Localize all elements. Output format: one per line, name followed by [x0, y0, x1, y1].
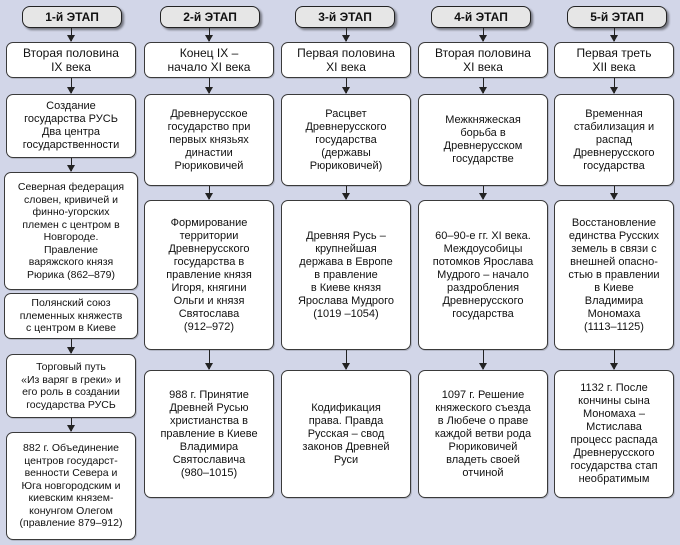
- arrow: [67, 78, 75, 94]
- stage-1-period: Вторая половина IX века: [6, 42, 136, 78]
- arrow: [67, 28, 75, 42]
- stage-2-label: 2-й ЭТАП: [160, 6, 260, 28]
- stage-1-item-3: Полянский союз племенных княжеств с цент…: [4, 293, 138, 339]
- stage-5-period: Первая треть XII века: [554, 42, 674, 78]
- stage-1-label: 1-й ЭТАП: [22, 6, 122, 28]
- arrow: [610, 78, 618, 94]
- stage-4-label: 4-й ЭТАП: [431, 6, 531, 28]
- arrow: [479, 78, 487, 94]
- stage-3-item-2: Древняя Русь – крупнейшая держава в Евро…: [281, 200, 411, 350]
- stage-3-label: 3-й ЭТАП: [295, 6, 395, 28]
- arrow: [67, 418, 75, 432]
- stage-2-item-1: Древнерусское государство при первых кня…: [144, 94, 274, 186]
- arrow: [205, 28, 213, 42]
- arrow: [342, 186, 350, 200]
- stage-5-item-1: Временная стабилизация и распад Древнеру…: [554, 94, 674, 186]
- arrow: [67, 158, 75, 172]
- stage-5-item-2: Восстановление единства Русских земель в…: [554, 200, 674, 350]
- stage-3-item-1: Расцвет Древнерусского государства (держ…: [281, 94, 411, 186]
- arrow: [610, 350, 618, 370]
- arrow: [479, 28, 487, 42]
- stage-4-period: Вторая половина XI века: [418, 42, 548, 78]
- arrow: [342, 28, 350, 42]
- stage-3-period: Первая половина XI века: [281, 42, 411, 78]
- stage-1-item-4: Торговый путь «Из варяг в греки» и его р…: [6, 354, 136, 418]
- stage-5-item-3: 1132 г. После кончины сына Мономаха – Мс…: [554, 370, 674, 498]
- arrow: [342, 350, 350, 370]
- arrow: [479, 350, 487, 370]
- stage-4-item-3: 1097 г. Решение княжеского съезда в Любе…: [418, 370, 548, 498]
- arrow: [205, 78, 213, 94]
- arrow: [610, 28, 618, 42]
- arrow: [205, 186, 213, 200]
- stage-4-item-1: Межкняжеская борьба в Древнерусском госу…: [418, 94, 548, 186]
- stage-1-item-5: 882 г. Объединение центров государст- ве…: [6, 432, 136, 540]
- arrow: [205, 350, 213, 370]
- stage-1-item-1: Создание государства РУСЬ Два центра гос…: [6, 94, 136, 158]
- stage-1-item-2: Северная федерация словен, кривичей и фи…: [4, 172, 138, 290]
- stage-3-item-3: Кодификация права. Правда Русская – свод…: [281, 370, 411, 498]
- stage-5-label: 5-й ЭТАП: [567, 6, 667, 28]
- arrow: [342, 78, 350, 94]
- stage-2-item-3: 988 г. Принятие Древней Русью христианст…: [144, 370, 274, 498]
- arrow: [67, 339, 75, 354]
- stage-2-period: Конец IX – начало XI века: [144, 42, 274, 78]
- stage-4-item-2: 60–90-е гг. XI века. Междоусобицы потомк…: [418, 200, 548, 350]
- arrow: [479, 186, 487, 200]
- stage-2-item-2: Формирование территории Древнерусского г…: [144, 200, 274, 350]
- arrow: [610, 186, 618, 200]
